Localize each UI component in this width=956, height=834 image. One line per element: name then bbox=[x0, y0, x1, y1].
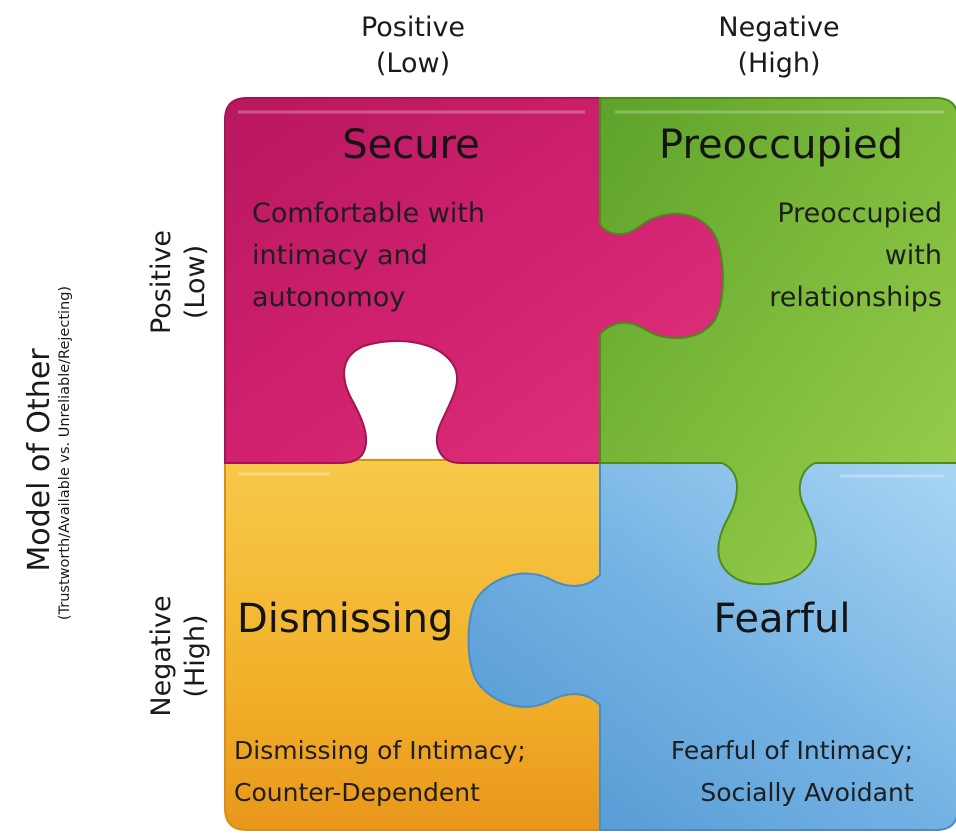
preoccupied-title: Preoccupied bbox=[659, 122, 903, 168]
dismissing-title: Dismissing bbox=[237, 596, 453, 642]
preoccupied-piece bbox=[599, 97, 956, 586]
column-header-positive: Positive (Low) bbox=[318, 10, 508, 82]
fearful-line-1: Fearful of Intimacy; bbox=[671, 736, 913, 765]
dismissing-line-2: Counter-Dependent bbox=[234, 778, 480, 807]
secure-title: Secure bbox=[342, 122, 480, 168]
column-header-negative-line1: Negative bbox=[718, 12, 840, 43]
preoccupied-line-1: Preoccupied bbox=[777, 198, 942, 229]
fearful-line-2: Socially Avoidant bbox=[700, 778, 914, 807]
secure-line-3: autonomoy bbox=[252, 282, 405, 313]
secure-line-1: Comfortable with bbox=[252, 198, 485, 229]
column-header-positive-line2: (Low) bbox=[375, 48, 451, 79]
fearful-title: Fearful bbox=[714, 596, 851, 642]
preoccupied-line-2: with bbox=[885, 240, 942, 271]
column-header-negative-line2: (High) bbox=[737, 48, 821, 79]
dismissing-piece bbox=[224, 459, 601, 831]
column-header-positive-line1: Positive bbox=[360, 12, 466, 43]
preoccupied-line-3: relationships bbox=[769, 282, 942, 313]
fearful-piece bbox=[467, 461, 956, 831]
dismissing-line-1: Dismissing of Intimacy; bbox=[234, 736, 526, 765]
column-header-negative: Negative (High) bbox=[684, 10, 874, 82]
secure-line-2: intimacy and bbox=[252, 240, 428, 271]
